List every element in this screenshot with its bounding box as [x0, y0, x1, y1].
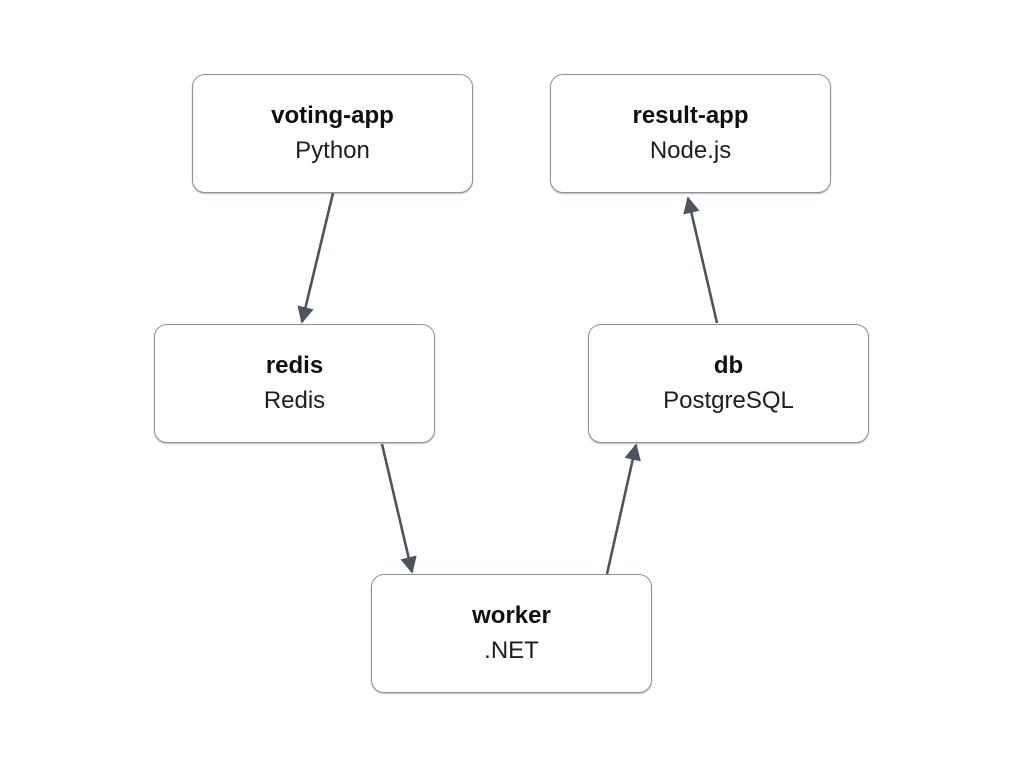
node-result-app: result-app Node.js [550, 74, 831, 193]
node-title: db [713, 351, 744, 379]
edge-voting-app-to-redis [297, 192, 335, 324]
node-subtitle: PostgreSQL [663, 386, 794, 414]
node-subtitle: Redis [263, 386, 326, 414]
node-voting-app: voting-app Python [192, 74, 473, 193]
edge-redis-to-worker [380, 443, 417, 574]
node-subtitle: .NET [484, 636, 539, 664]
edge-worker-to-db [605, 443, 641, 575]
node-redis: redis Redis [154, 324, 435, 443]
node-subtitle: Node.js [649, 136, 732, 164]
edge-db-to-result-app [683, 196, 719, 324]
node-worker: worker .NET [371, 574, 652, 693]
node-db: db PostgreSQL [588, 324, 869, 443]
node-title: redis [265, 351, 324, 379]
node-title: worker [472, 601, 551, 629]
node-title: voting-app [271, 101, 394, 129]
node-subtitle: Python [295, 136, 370, 164]
node-title: result-app [632, 101, 749, 129]
